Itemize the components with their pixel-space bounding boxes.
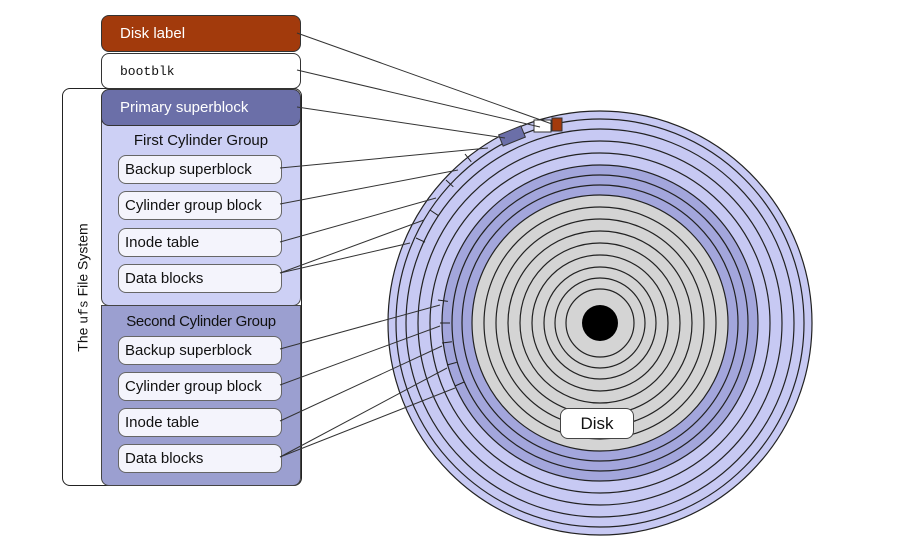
disk-region-tick-7	[446, 361, 457, 366]
disk-region-tick-3	[415, 237, 426, 243]
connector-cg2-backup-superblock	[279, 304, 441, 350]
connector-primary-superblock	[296, 106, 506, 139]
disk-platter	[387, 110, 813, 536]
connector-cg1-backup-superblock	[279, 147, 489, 169]
disk-region-tick-2	[429, 209, 439, 216]
primary-superblock-block: Primary superblock	[101, 89, 301, 126]
connector-bootblk	[296, 69, 541, 128]
cg1-inode-table: Inode table	[118, 228, 282, 257]
disk-label-region	[551, 117, 563, 132]
disk-region-tick-6	[441, 341, 452, 344]
disk-region-tick-1	[445, 179, 454, 188]
disk-label-box: Disk	[560, 408, 634, 439]
primary-superblock-region	[497, 125, 527, 147]
cg1-data-blocks: Data blocks	[118, 264, 282, 293]
connector-disk-label	[296, 32, 553, 125]
disk-region-tick-4	[437, 299, 448, 302]
disk-region-markers	[497, 117, 563, 147]
primary-superblock-text: Primary superblock	[120, 99, 249, 116]
connector-cg1-inode-table	[279, 197, 437, 243]
connector-cg1-data-blocks-b	[279, 242, 411, 274]
disk-region-tick-0	[464, 153, 472, 163]
bootblk-text: bootblk	[120, 63, 175, 79]
cg2-backup-superblock: Backup superblock	[118, 336, 282, 365]
cg1-backup-superblock: Backup superblock	[118, 155, 282, 184]
connector-cg2-cylinder-group-block	[279, 325, 441, 386]
first-cylinder-group-title: First Cylinder Group	[133, 132, 269, 149]
connector-cg2-data-blocks-b	[279, 387, 456, 458]
connector-cg2-inode-table	[279, 345, 443, 422]
disk-label-text: Disk label	[120, 25, 186, 42]
connector-lines	[279, 32, 553, 458]
cg2-data-blocks: Data blocks	[118, 444, 282, 473]
disk-label-block: Disk label	[101, 15, 301, 52]
second-cylinder-group-title: Second Cylinder Group	[126, 313, 276, 330]
cg1-cylinder-group-block: Cylinder group block	[118, 191, 282, 220]
connector-cg2-data-blocks-a	[279, 367, 448, 458]
connector-cg1-cylinder-group-block	[279, 169, 459, 205]
cg2-inode-table: Inode table	[118, 408, 282, 437]
cg2-cylinder-group-block: Cylinder group block	[118, 372, 282, 401]
connector-cg1-data-blocks-a	[279, 219, 425, 274]
disk-region-tick-8	[454, 381, 465, 387]
disk-hub	[582, 305, 618, 341]
